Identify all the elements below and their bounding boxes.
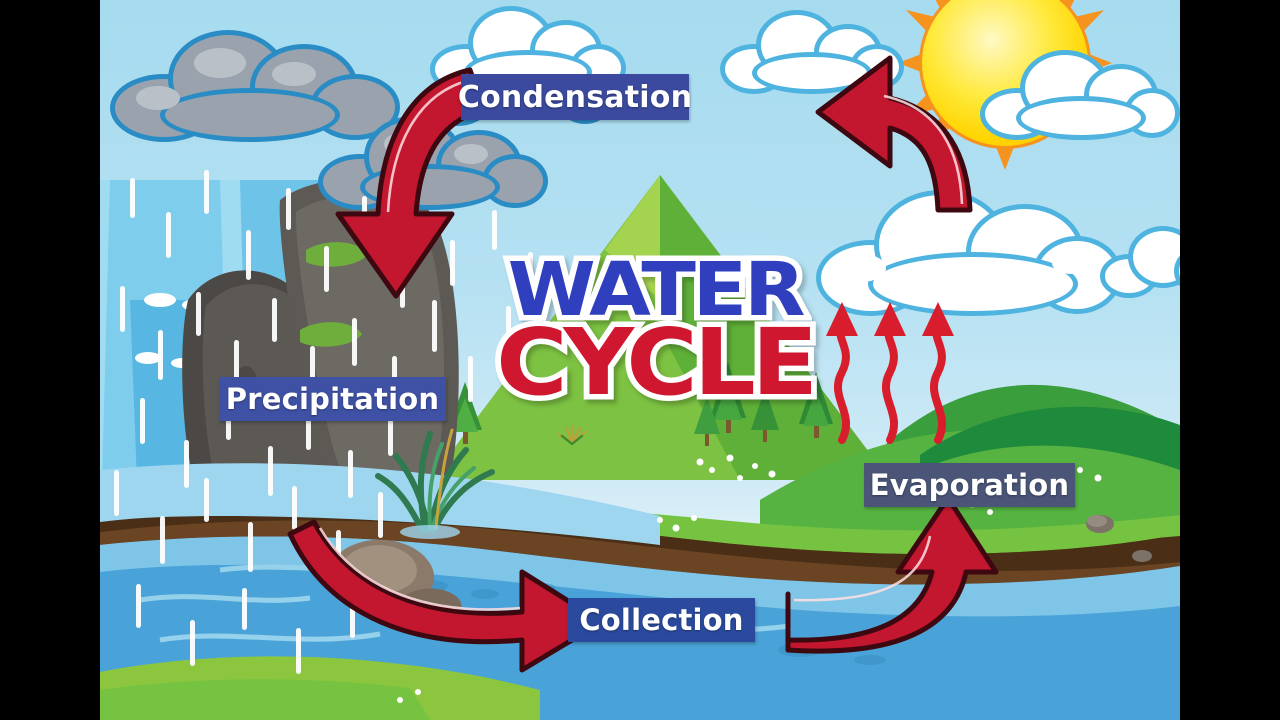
tree-icon (799, 372, 833, 438)
title-word-cycle: CYCLE (490, 309, 824, 417)
rain-cloud-icon (110, 22, 400, 142)
tree-icon (694, 396, 720, 446)
arrow-to-precipitation (335, 67, 487, 299)
cloud-icon (720, 10, 904, 94)
label-condensation[interactable]: Condensation (458, 74, 692, 120)
vapor-arrows (826, 302, 954, 444)
label-collection[interactable]: Collection (568, 598, 755, 642)
water-cycle-illustration (100, 0, 1180, 720)
label-precipitation[interactable]: Precipitation (219, 377, 446, 421)
page-title: WATER CYCLE (490, 247, 824, 414)
cloud-icon (980, 50, 1180, 140)
tree-icon (710, 362, 746, 433)
label-evaporation[interactable]: Evaporation (864, 463, 1075, 507)
cattail-reeds (375, 428, 495, 539)
letterbox-bar-left (0, 0, 100, 720)
letterbox-bar-right (1180, 0, 1280, 720)
title-word-water: WATER (502, 247, 812, 333)
arrow-to-evaporation (785, 495, 999, 654)
arrow-to-condensation (815, 55, 973, 213)
cloud-icon (1100, 226, 1180, 298)
tree-icon (751, 388, 779, 442)
arrow-to-collection (287, 519, 605, 673)
